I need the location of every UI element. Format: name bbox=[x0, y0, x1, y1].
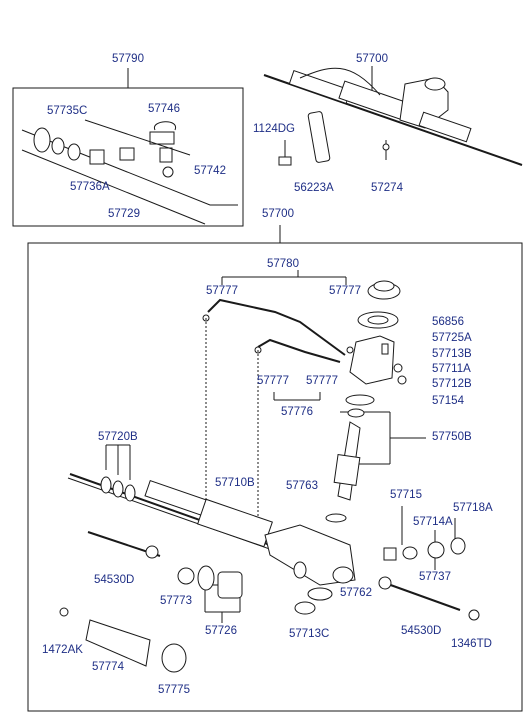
part-label-57720b[interactable]: 57720B bbox=[98, 431, 138, 443]
part-label-57700-main[interactable]: 57700 bbox=[262, 208, 294, 220]
part-label-57777[interactable]: 57777 bbox=[329, 285, 361, 297]
part-label-57742[interactable]: 57742 bbox=[194, 165, 226, 177]
part-label-57762[interactable]: 57762 bbox=[340, 587, 372, 599]
part-label-57774[interactable]: 57774 bbox=[92, 661, 124, 673]
part-label-57736a[interactable]: 57736A bbox=[70, 181, 110, 193]
part-label-57776[interactable]: 57776 bbox=[281, 406, 313, 418]
part-label-54530d[interactable]: 54530D bbox=[401, 625, 442, 637]
part-label-56223a[interactable]: 56223A bbox=[294, 182, 334, 194]
part-label-57777[interactable]: 57777 bbox=[206, 285, 238, 297]
part-label-57746[interactable]: 57746 bbox=[148, 103, 180, 115]
part-label-57713b[interactable]: 57713B bbox=[432, 348, 472, 360]
part-label-57154[interactable]: 57154 bbox=[432, 395, 464, 407]
part-label-57715[interactable]: 57715 bbox=[390, 489, 422, 501]
part-label-57726[interactable]: 57726 bbox=[205, 625, 237, 637]
part-label-57713c[interactable]: 57713C bbox=[289, 628, 330, 640]
part-label-57718a[interactable]: 57718A bbox=[453, 502, 493, 514]
top-steering-assembly bbox=[263, 67, 523, 166]
part-label-57777[interactable]: 57777 bbox=[306, 375, 338, 387]
part-label-57735c[interactable]: 57735C bbox=[47, 105, 88, 117]
part-label-57777[interactable]: 57777 bbox=[257, 375, 289, 387]
main-box-57700 bbox=[27, 242, 523, 712]
part-label-57710b[interactable]: 57710B bbox=[215, 477, 255, 489]
part-label-57737[interactable]: 57737 bbox=[419, 571, 451, 583]
inset-valve-parts bbox=[21, 119, 238, 225]
part-label-56856[interactable]: 56856 bbox=[432, 316, 464, 328]
exploded-parts bbox=[59, 280, 480, 673]
part-label-57714a[interactable]: 57714A bbox=[413, 516, 453, 528]
part-label-57711a[interactable]: 57711A bbox=[432, 363, 471, 375]
part-label-57725a[interactable]: 57725A bbox=[432, 332, 472, 344]
part-label-1124dg[interactable]: 1124DG bbox=[253, 123, 295, 135]
part-label-54530d[interactable]: 54530D bbox=[94, 574, 135, 586]
part-label-57700[interactable]: 57700 bbox=[356, 53, 388, 65]
part-label-1472ak[interactable]: 1472AK bbox=[42, 644, 83, 656]
part-label-57775[interactable]: 57775 bbox=[158, 684, 190, 696]
part-label-1346td[interactable]: 1346TD bbox=[451, 638, 492, 650]
part-label-57750b[interactable]: 57750B bbox=[432, 431, 472, 443]
part-label-57773[interactable]: 57773 bbox=[160, 595, 192, 607]
part-label-57763[interactable]: 57763 bbox=[286, 480, 318, 492]
part-label-57729[interactable]: 57729 bbox=[108, 208, 140, 220]
part-label-57274[interactable]: 57274 bbox=[371, 182, 403, 194]
part-label-57712b[interactable]: 57712B bbox=[432, 378, 472, 390]
part-label-57790[interactable]: 57790 bbox=[112, 53, 144, 65]
part-label-57780[interactable]: 57780 bbox=[267, 258, 299, 270]
